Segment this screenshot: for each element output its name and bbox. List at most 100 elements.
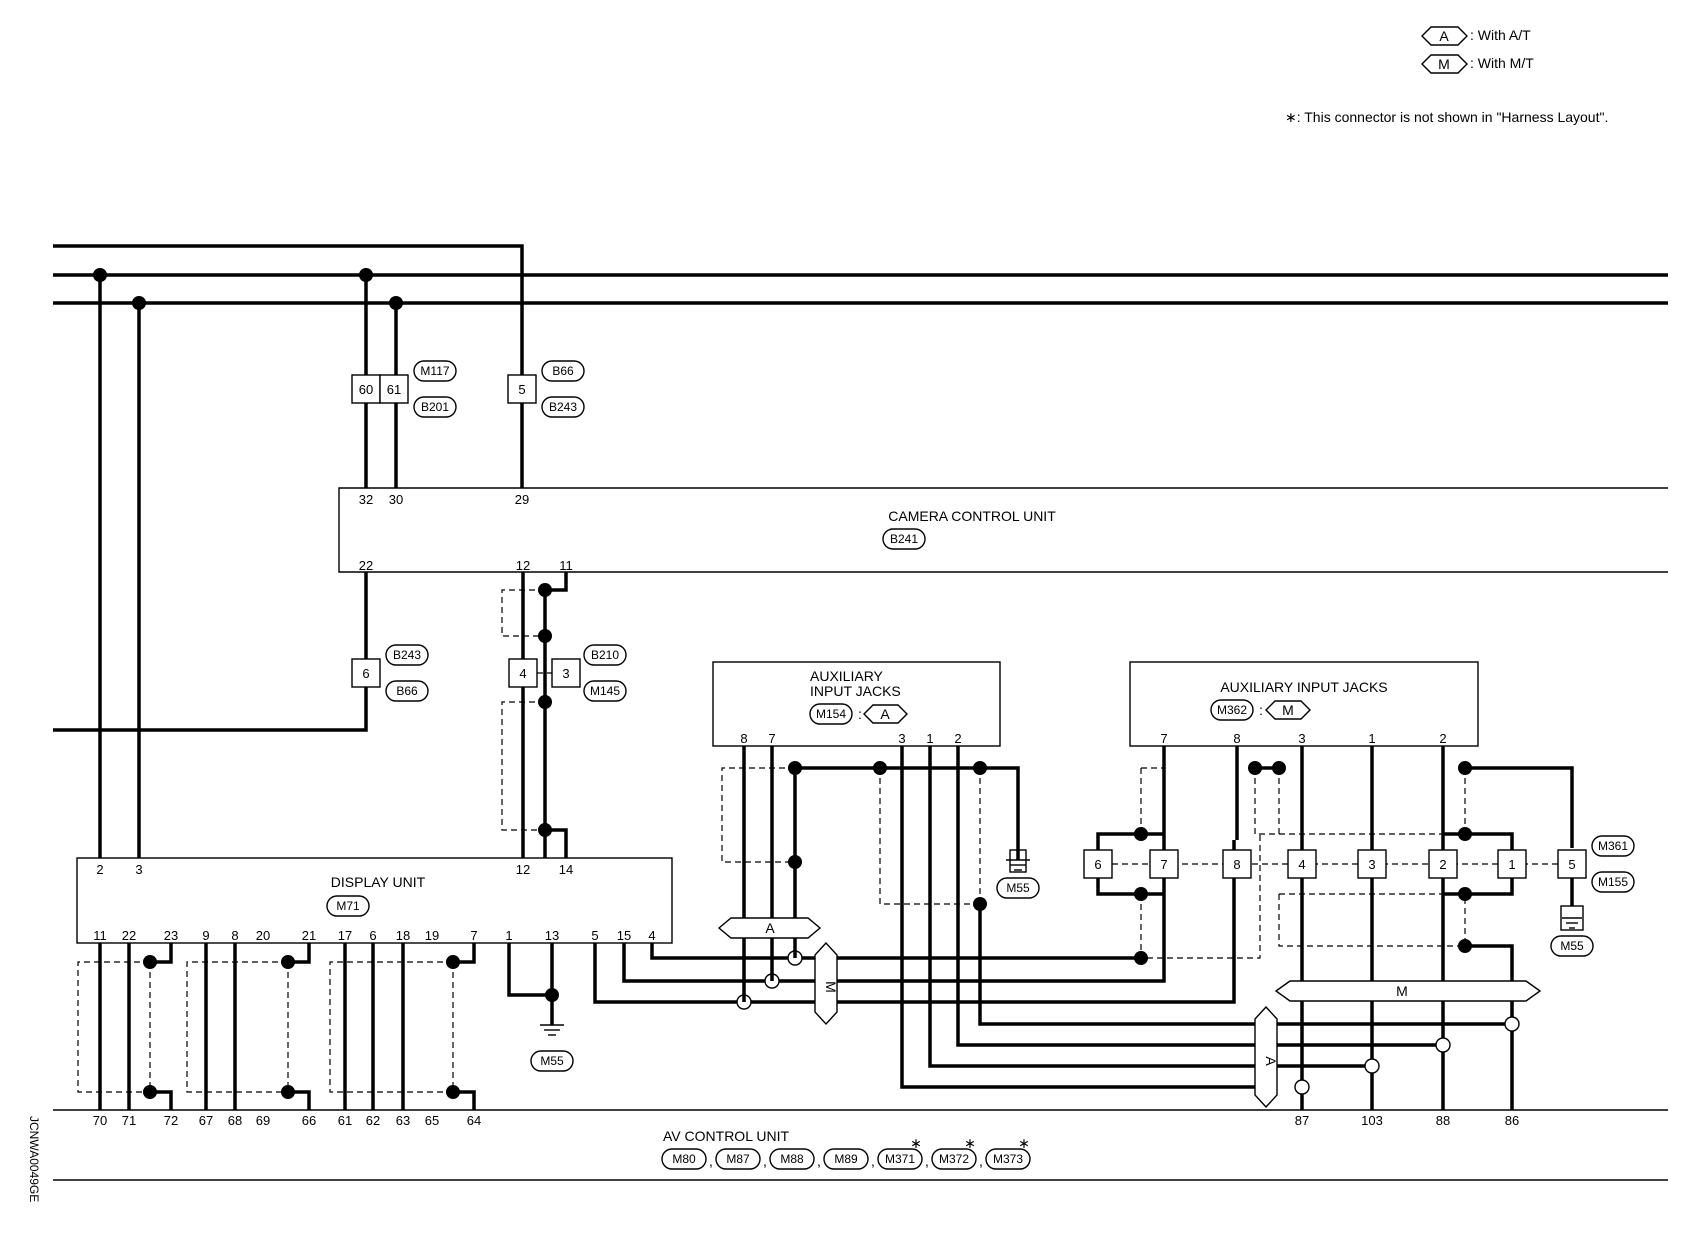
terminal-label: 1: [1508, 857, 1515, 872]
av-pin: 62: [366, 1113, 380, 1128]
camera-control-unit: 32 30 29 CAMERA CONTROL UNIT B241 22 12 …: [338, 487, 1668, 573]
av-pin: 71: [122, 1113, 136, 1128]
av-pin: 66: [302, 1113, 316, 1128]
harness-m-vertical-label: M: [823, 981, 839, 993]
display-pin: 4: [648, 928, 655, 943]
connector-tag: [877, 1148, 923, 1170]
camera-pin-32: 32: [359, 492, 373, 507]
terminal-label: 2: [1439, 857, 1446, 872]
aux-mt-pin: 7: [1160, 731, 1167, 746]
wire-aux-at-shield: [793, 766, 1020, 958]
terminal-box: [351, 658, 381, 688]
wire-display-1: [507, 943, 552, 997]
display-pin: 8: [231, 928, 238, 943]
terminal-box: [507, 374, 537, 404]
legend-mt-code: M: [1438, 56, 1450, 72]
av-connector-code: M89: [834, 1152, 858, 1166]
wire-aux-at-3: [900, 746, 1266, 1089]
display-pin: 23: [164, 928, 178, 943]
camera-pin-12: 12: [516, 558, 530, 573]
terminal-box: [551, 658, 581, 688]
wire-aux-at-1: [928, 746, 1370, 1068]
connector-tag: [715, 1148, 761, 1170]
shield-line: [501, 701, 545, 831]
display-pin: 21: [302, 928, 316, 943]
terminal-label: 60: [359, 382, 373, 397]
shield-line: [879, 768, 980, 905]
av-pin: 68: [228, 1113, 242, 1128]
aux-at-pin: 3: [898, 731, 905, 746]
display-pin: 17: [338, 928, 352, 943]
display-aux-wires: [593, 840, 1236, 1010]
terminal-label: 3: [1368, 857, 1375, 872]
display-pin: 19: [425, 928, 439, 943]
connector-code: B243: [393, 648, 421, 662]
connector-tag: [530, 1050, 574, 1072]
display-pin: 18: [396, 928, 410, 943]
terminal-label: 6: [1094, 857, 1101, 872]
connector-code: B66: [396, 684, 418, 698]
connector-tag: [823, 1148, 869, 1170]
aux-mt-pin: 3: [1298, 731, 1305, 746]
aux-at-connector: M154: [816, 707, 846, 721]
terminal-box: [351, 374, 381, 404]
aux-at-outline: [712, 661, 1001, 747]
splice-dot: [538, 629, 552, 643]
legend-at-code: A: [1439, 28, 1449, 44]
av-connector-code: M372: [939, 1152, 969, 1166]
legend-at-text: : With A/T: [1470, 27, 1531, 43]
connector-tag: [583, 680, 627, 702]
connector-code: B243: [549, 400, 577, 414]
display-pin: 12: [516, 862, 530, 877]
splice-dot: [538, 583, 552, 597]
star-mark: ∗: [910, 1135, 922, 1151]
av-pin: 72: [164, 1113, 178, 1128]
terminal-label: 4: [519, 666, 526, 681]
left-wire-groups: [77, 943, 476, 1110]
harness-a-vertical: [1254, 1005, 1278, 1109]
ground-connector: M55: [1006, 881, 1030, 895]
splice-dot: [281, 1085, 295, 1099]
connector-b66-b243: 5 B66 B243: [507, 360, 585, 418]
open-splice: [1435, 1037, 1451, 1053]
display-pin: 14: [559, 862, 573, 877]
connector-tag: [1591, 835, 1635, 857]
display-pin: 2: [96, 862, 103, 877]
av-unit-name: AV CONTROL UNIT: [663, 1128, 789, 1144]
legend-mt-symbol: [1421, 54, 1468, 74]
display-pin: 15: [617, 928, 631, 943]
star-mark: ∗: [964, 1135, 976, 1151]
connector-tag: [1591, 871, 1635, 893]
connector-tag: [1210, 699, 1254, 721]
connector-tag: [385, 680, 429, 702]
av-pin: 64: [467, 1113, 481, 1128]
aux-mt-pin: 8: [1233, 731, 1240, 746]
terminal-box: [1149, 849, 1179, 879]
connector-tag: [413, 360, 457, 382]
connector-tag: [541, 396, 585, 418]
aux-at-pin: 2: [954, 731, 961, 746]
connector-b243-b66: 6 B243 B66: [351, 644, 429, 702]
connector-code: B210: [591, 648, 619, 662]
connector-tag: [985, 1148, 1031, 1170]
wire-display-4: [650, 943, 1141, 960]
wire-display-5: [593, 840, 1236, 1004]
shield-line: [1254, 768, 1280, 835]
bus-lines: [53, 244, 1668, 310]
display-pin: 20: [256, 928, 270, 943]
shield-line: [1278, 894, 1466, 947]
aux-input-jacks-at: AUXILIARY INPUT JACKS M154 : A 8 7 3 1 2: [712, 661, 1001, 747]
legend: A : With A/T M : With M/T ∗: This connec…: [1285, 26, 1608, 125]
display-pin: 9: [202, 928, 209, 943]
aux-at-pin: 8: [740, 731, 747, 746]
connector-tag: [326, 895, 370, 917]
av-pin: 70: [93, 1113, 107, 1128]
terminal-box: [1428, 849, 1458, 879]
av-connector-code: M88: [780, 1152, 804, 1166]
separator: ,: [979, 1153, 983, 1169]
star-mark: ∗: [1018, 1135, 1030, 1151]
